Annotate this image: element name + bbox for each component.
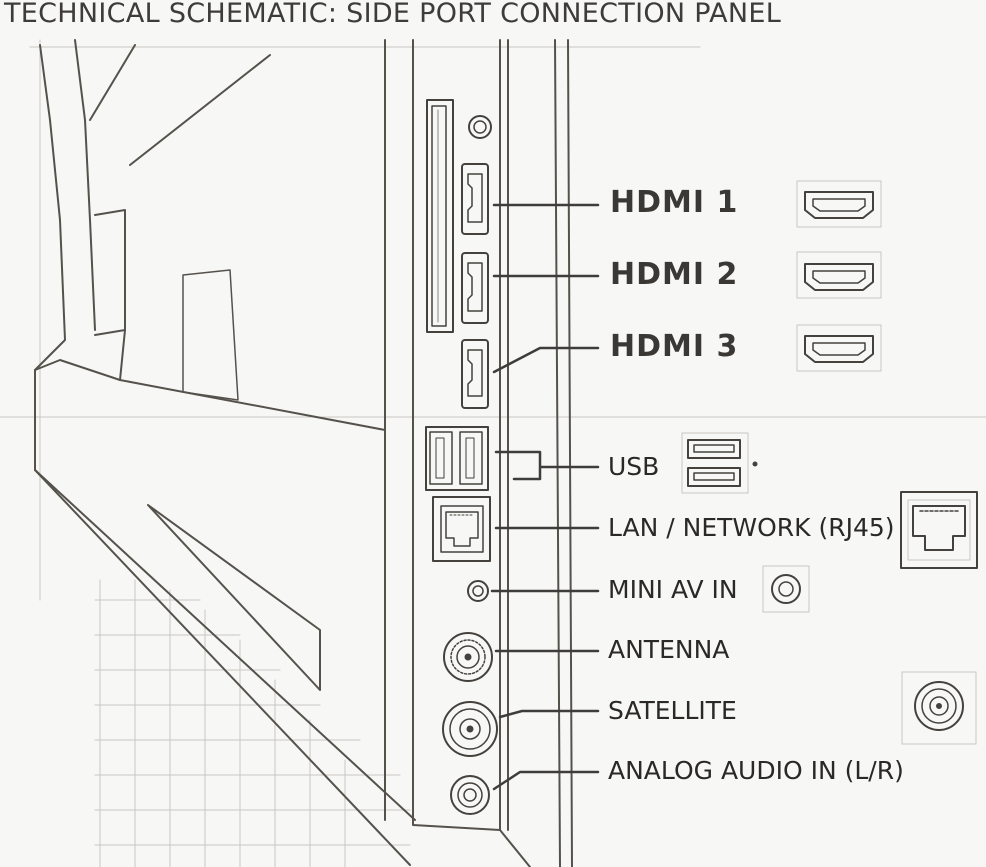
- label-hdmi-3: HDMI 3: [610, 329, 739, 364]
- antenna-port-panel: [443, 632, 493, 682]
- usb-connector-detail: [681, 432, 758, 494]
- mini-av-connector-detail: [762, 565, 810, 613]
- label-lan: LAN / NETWORK (RJ45): [608, 513, 895, 542]
- lan-port-panel: [432, 496, 491, 562]
- label-analog-audio: ANALOG AUDIO IN (L/R): [608, 756, 904, 785]
- schematic-title: TECHNICAL SCHEMATIC: SIDE PORT CONNECTIO…: [4, 0, 782, 29]
- label-antenna: ANTENNA: [608, 635, 730, 664]
- card-slot: [426, 99, 454, 333]
- satellite-port-panel: [442, 701, 498, 757]
- leader-satellite: [498, 709, 600, 719]
- panel-rails: [499, 39, 573, 867]
- leader-lines: [490, 203, 600, 791]
- background-grid: [94, 579, 411, 867]
- leader-usb: [494, 450, 600, 481]
- hdmi-port-3: [461, 339, 489, 409]
- label-hdmi-1: HDMI 1: [610, 185, 739, 220]
- label-mini-av: MINI AV IN: [608, 575, 738, 604]
- hdmi2-connector-detail: [796, 251, 882, 299]
- hdmi-port-2: [461, 252, 489, 324]
- indicator-hole: [468, 115, 492, 139]
- mini-av-port-panel: [467, 580, 489, 602]
- tv-body: [34, 39, 501, 866]
- satellite-connector-detail: [901, 671, 977, 745]
- leader-analog-audio: [492, 770, 600, 791]
- hdmi3-connector-detail: [796, 324, 882, 372]
- label-hdmi-2: HDMI 2: [610, 257, 739, 292]
- label-usb: USB: [608, 452, 660, 481]
- hdmi1-connector-detail: [796, 180, 882, 228]
- usb-ports-panel: [425, 426, 489, 491]
- label-satellite: SATELLITE: [608, 696, 737, 725]
- leader-hdmi3: [492, 346, 600, 374]
- construction-lines: [0, 39, 986, 601]
- hdmi-port-1: [461, 163, 489, 235]
- rj45-connector-detail: [900, 491, 978, 569]
- analog-audio-port-panel: [450, 775, 490, 815]
